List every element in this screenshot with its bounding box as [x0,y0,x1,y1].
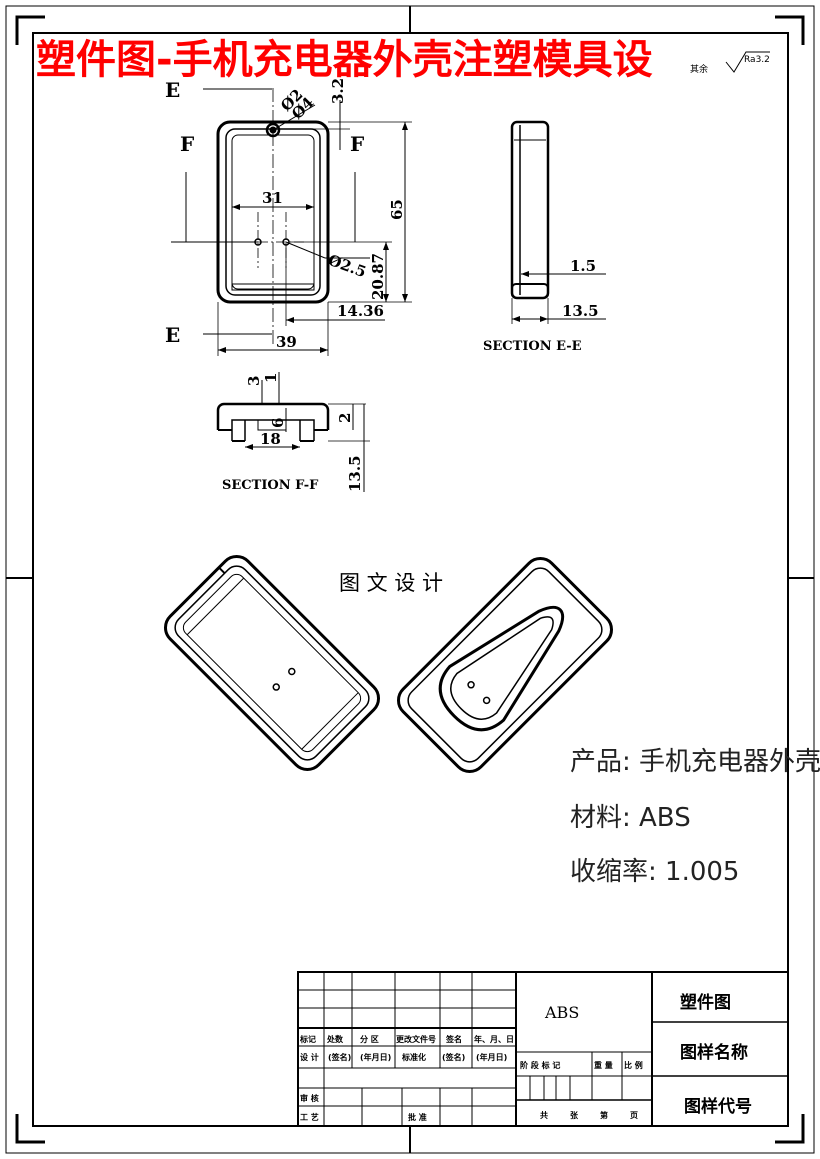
tb-review: 审 核 [300,1093,319,1103]
dim-31: 31 [262,189,283,207]
dim-ff-2: 2 [336,413,354,423]
dim-3-2: 3.2 [329,78,347,104]
product-shrinkage: 收缩率: 1.005 [570,857,739,887]
section-f-f-label: SECTION F-F [222,478,319,493]
dim-39: 39 [276,333,297,351]
center-watermark-text: 图 文 设 计 [339,571,443,595]
tb-header-2: 分 区 [360,1034,379,1044]
label-f-left: F [180,132,194,156]
dim-1-5: 1.5 [570,257,596,275]
tb-stage-0: 阶 段 标 记 [520,1060,560,1070]
dim-ff-6: 6 [269,418,287,428]
section-e-e-view [510,120,606,324]
tb-material: ABS [544,1003,579,1022]
tb-sheet-2: 第 [600,1110,608,1120]
top-view [171,88,412,356]
tb-drawing-code: 图样代号 [684,1096,752,1117]
product-material: 材料: ABS [570,803,691,833]
tb-header-5: 年、月、日 [474,1034,514,1044]
tb-design-4: (签名) [442,1052,465,1062]
dim-ff-1: 1 [262,373,280,383]
tb-header-4: 签名 [445,1034,462,1044]
product-name: 产品: 手机充电器外壳 [570,747,820,777]
isometric-view-left [163,554,381,772]
tb-process: 工 艺 [300,1112,319,1122]
tb-drawing-name: 图样名称 [680,1042,748,1063]
tb-sheet-3: 页 [630,1111,638,1120]
dim-13-5: 13.5 [562,302,599,320]
tb-stage-1: 重 量 [594,1060,613,1070]
tb-sheet-1: 张 [570,1111,579,1120]
label-e-bottom: E [165,323,180,347]
tb-header-0: 标记 [299,1034,316,1044]
tb-approve: 批 准 [408,1112,427,1122]
dim-ff-3: 3 [245,376,263,386]
dim-65: 65 [388,199,406,220]
tb-header-1: 处数 [326,1034,344,1044]
tb-header-3: 更改文件号 [396,1034,436,1044]
section-e-e-label: SECTION E-E [483,339,582,354]
dim-14-36: 14.36 [337,302,384,320]
dim-20-87: 20.87 [369,253,387,300]
isometric-view-right [396,556,614,774]
tb-design-5: (年月日) [476,1052,507,1062]
center-marks [6,6,814,1153]
label-e-top: E [165,78,180,102]
svg-text:其余: 其余 [690,63,708,75]
tb-design-0: 设 计 [300,1052,319,1062]
title-block [297,971,789,1127]
section-f-f-view [216,372,370,492]
drawing-title: 塑件图-手机充电器外壳注塑模具设 [36,37,653,83]
svg-text:Ra3.2: Ra3.2 [744,55,770,65]
tb-stage-2: 比 例 [624,1060,643,1070]
tb-design-3: 标准化 [401,1052,426,1062]
dim-ff-18: 18 [260,430,281,448]
tb-design-1: (签名) [328,1052,351,1062]
tb-design-2: (年月日) [360,1052,391,1062]
corner-marks [15,15,805,1144]
roughness-symbol: 其余 Ra3.2 [690,51,770,75]
tb-sheet-0: 共 [540,1110,548,1120]
dim-dia-2-5: Ø2.5 [326,251,369,281]
label-f-right: F [350,132,364,156]
tb-drawing-type: 塑件图 [680,992,731,1013]
dim-ff-13-5: 13.5 [346,455,364,492]
